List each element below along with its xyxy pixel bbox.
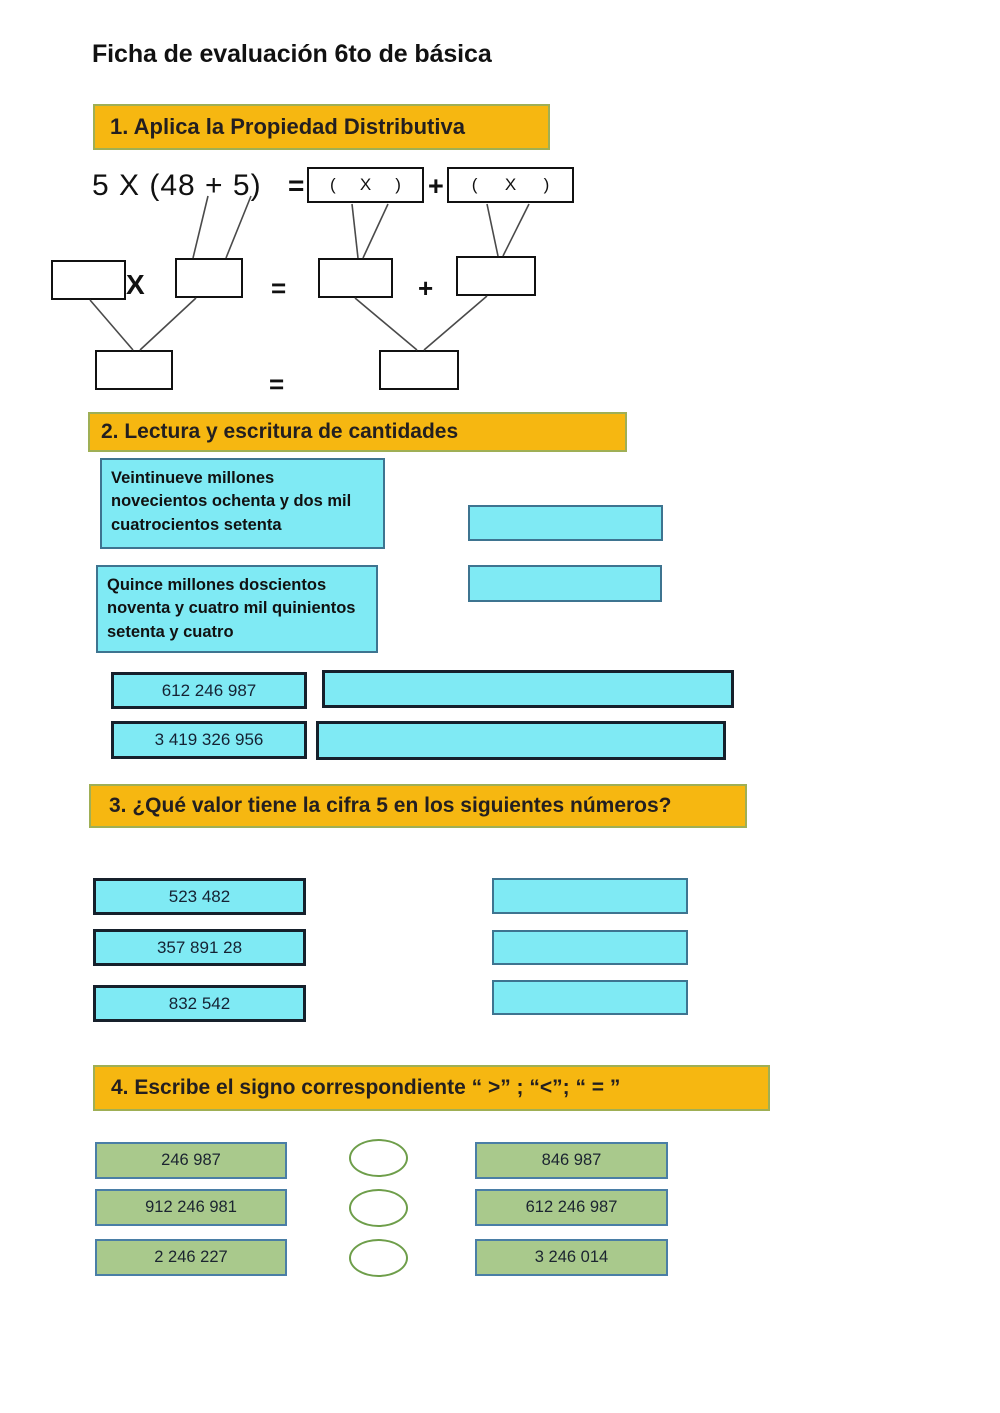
comparison-left-3: 2 246 227 <box>95 1239 287 1276</box>
comparison-right-1: 846 987 <box>475 1142 668 1179</box>
word-answer-blank-2[interactable] <box>468 565 662 602</box>
comparison-left-2: 912 246 981 <box>95 1189 287 1226</box>
paren-product-box-2[interactable]: ( X ) <box>447 167 574 203</box>
answer-box-r2-c3[interactable] <box>318 258 393 298</box>
section3-number-3: 832 542 <box>93 985 306 1022</box>
number-prompt-1: 612 246 987 <box>111 672 307 709</box>
answer-box-r3-c1[interactable] <box>95 350 173 390</box>
word-prompt-1: Veintinueve millones novecientos ochenta… <box>100 458 385 549</box>
distributive-equation: 5 X (48 + 5) <box>92 169 262 202</box>
answer-box-r3-c2[interactable] <box>379 350 459 390</box>
section3-number-1: 523 482 <box>93 878 306 915</box>
paren-times-1: X <box>359 175 372 194</box>
section-2-header: 2. Lectura y escritura de cantidades <box>88 412 627 452</box>
answer-box-r2-c2[interactable] <box>175 258 243 298</box>
row2-equals-sign: = <box>271 273 287 303</box>
row1-plus-sign: + <box>428 171 444 201</box>
section-4-header-label: 4. Escribe el signo correspondiente “ >”… <box>111 1076 621 1099</box>
section3-number-2: 357 891 28 <box>93 929 306 966</box>
comparison-sign-blank-1[interactable] <box>349 1139 408 1177</box>
row2-plus-sign: + <box>418 273 434 303</box>
section3-answer-blank-2[interactable] <box>492 930 688 965</box>
comparison-left-1: 246 987 <box>95 1142 287 1179</box>
page-title: Ficha de evaluación 6to de básica <box>92 40 492 68</box>
comparison-sign-blank-2[interactable] <box>349 1189 408 1227</box>
section-3-header-label: 3. ¿Qué valor tiene la cifra 5 en los si… <box>109 794 672 817</box>
number-answer-blank-2[interactable] <box>316 721 726 760</box>
word-answer-blank-1[interactable] <box>468 505 663 541</box>
comparison-right-2: 612 246 987 <box>475 1189 668 1226</box>
paren-times-2: X <box>504 175 517 194</box>
row3-equals-sign: = <box>269 369 285 399</box>
word-prompt-2: Quince millones doscientos noventa y cua… <box>96 565 378 653</box>
section-3-header: 3. ¿Qué valor tiene la cifra 5 en los si… <box>89 784 747 828</box>
paren-product-box-1[interactable]: ( X ) <box>307 167 424 203</box>
equation-equals-sign: = <box>288 170 305 201</box>
paren-open-1: ( <box>330 175 336 194</box>
paren-close-2: ) <box>543 175 550 194</box>
paren-close-1: ) <box>395 175 401 194</box>
number-prompt-2: 3 419 326 956 <box>111 721 307 759</box>
answer-box-r2-c4[interactable] <box>456 256 536 296</box>
section-4-header: 4. Escribe el signo correspondiente “ >”… <box>93 1065 770 1111</box>
section-1-header-label: 1. Aplica la Propiedad Distributiva <box>110 114 465 139</box>
section3-answer-blank-3[interactable] <box>492 980 688 1015</box>
comparison-right-3: 3 246 014 <box>475 1239 668 1276</box>
comparison-sign-blank-3[interactable] <box>349 1239 408 1277</box>
paren-open-2: ( <box>471 175 478 194</box>
row2-multiply-sign: X <box>126 269 145 300</box>
number-answer-blank-1[interactable] <box>322 670 734 708</box>
answer-box-r2-c1[interactable] <box>51 260 126 300</box>
section3-answer-blank-1[interactable] <box>492 878 688 914</box>
section-2-header-label: 2. Lectura y escritura de cantidades <box>101 420 459 443</box>
section-1-header: 1. Aplica la Propiedad Distributiva <box>93 104 550 150</box>
